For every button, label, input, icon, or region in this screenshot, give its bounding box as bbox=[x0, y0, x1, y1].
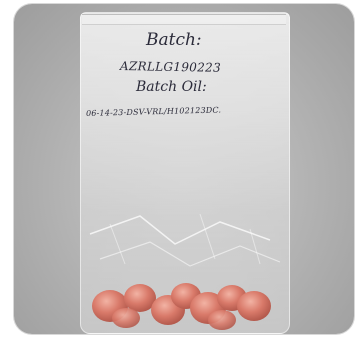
bag-crinkles bbox=[89, 213, 281, 267]
gummy-group bbox=[92, 283, 271, 330]
gummy bbox=[124, 284, 156, 312]
zip-seal bbox=[82, 14, 286, 25]
gummy bbox=[237, 291, 271, 321]
gummy bbox=[208, 310, 236, 330]
batch-oil-heading: Batch Oil: bbox=[136, 79, 207, 95]
bag-label: Batch: AZRLLG190223 Batch Oil: 06-14-23-… bbox=[80, 22, 288, 132]
batch-oil-number: 06-14-23-DSV-VRL/H102123DC. bbox=[85, 105, 222, 118]
ziplock-bag bbox=[80, 12, 290, 334]
gummies bbox=[92, 283, 271, 330]
batch-number: AZRLLG190223 bbox=[119, 59, 222, 75]
product-photo: Batch: AZRLLG190223 Batch Oil: 06-14-23-… bbox=[14, 4, 354, 334]
batch-heading: Batch: bbox=[146, 30, 202, 50]
gummy bbox=[112, 308, 140, 328]
